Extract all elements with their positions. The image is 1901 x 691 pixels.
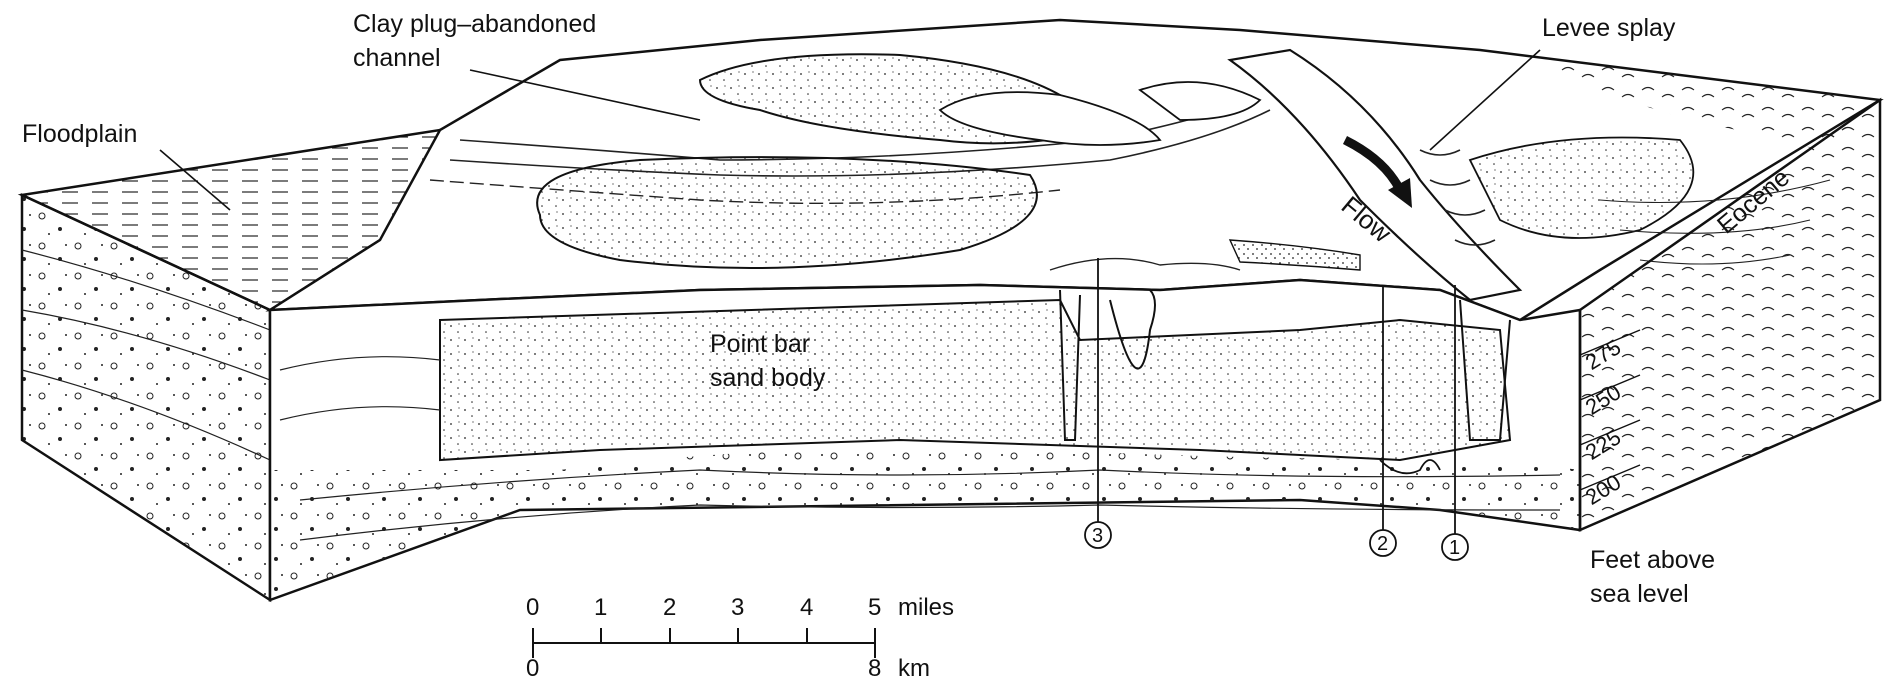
levee-splay-label: Levee splay (1542, 14, 1675, 42)
floodplain-label: Floodplain (22, 120, 137, 148)
scale-mile-5: 5 (868, 594, 881, 622)
scale-miles-unit: miles (898, 594, 954, 622)
scale-mile-4: 4 (800, 594, 813, 622)
scale-mile-2: 2 (663, 594, 676, 622)
well-1-number: 1 (1449, 534, 1460, 562)
well-3-number: 3 (1092, 522, 1103, 550)
point-bar-label: Point bar (710, 330, 810, 358)
scale-mile-0: 0 (526, 594, 539, 622)
point-bar-label-line2: sand body (710, 364, 825, 392)
scale-km-start: 0 (526, 655, 539, 683)
scale-km-end: 8 (868, 655, 881, 683)
clay-plug-label-line2: channel (353, 44, 441, 72)
scale-mile-3: 3 (731, 594, 744, 622)
scale-mile-1: 1 (594, 594, 607, 622)
feet-above-label-line2: sea level (1590, 580, 1689, 608)
well-2-number: 2 (1377, 530, 1388, 558)
scale-km-unit: km (898, 655, 930, 683)
clay-plug-label: Clay plug–abandoned (353, 10, 596, 38)
feet-above-label: Feet above (1590, 546, 1715, 574)
